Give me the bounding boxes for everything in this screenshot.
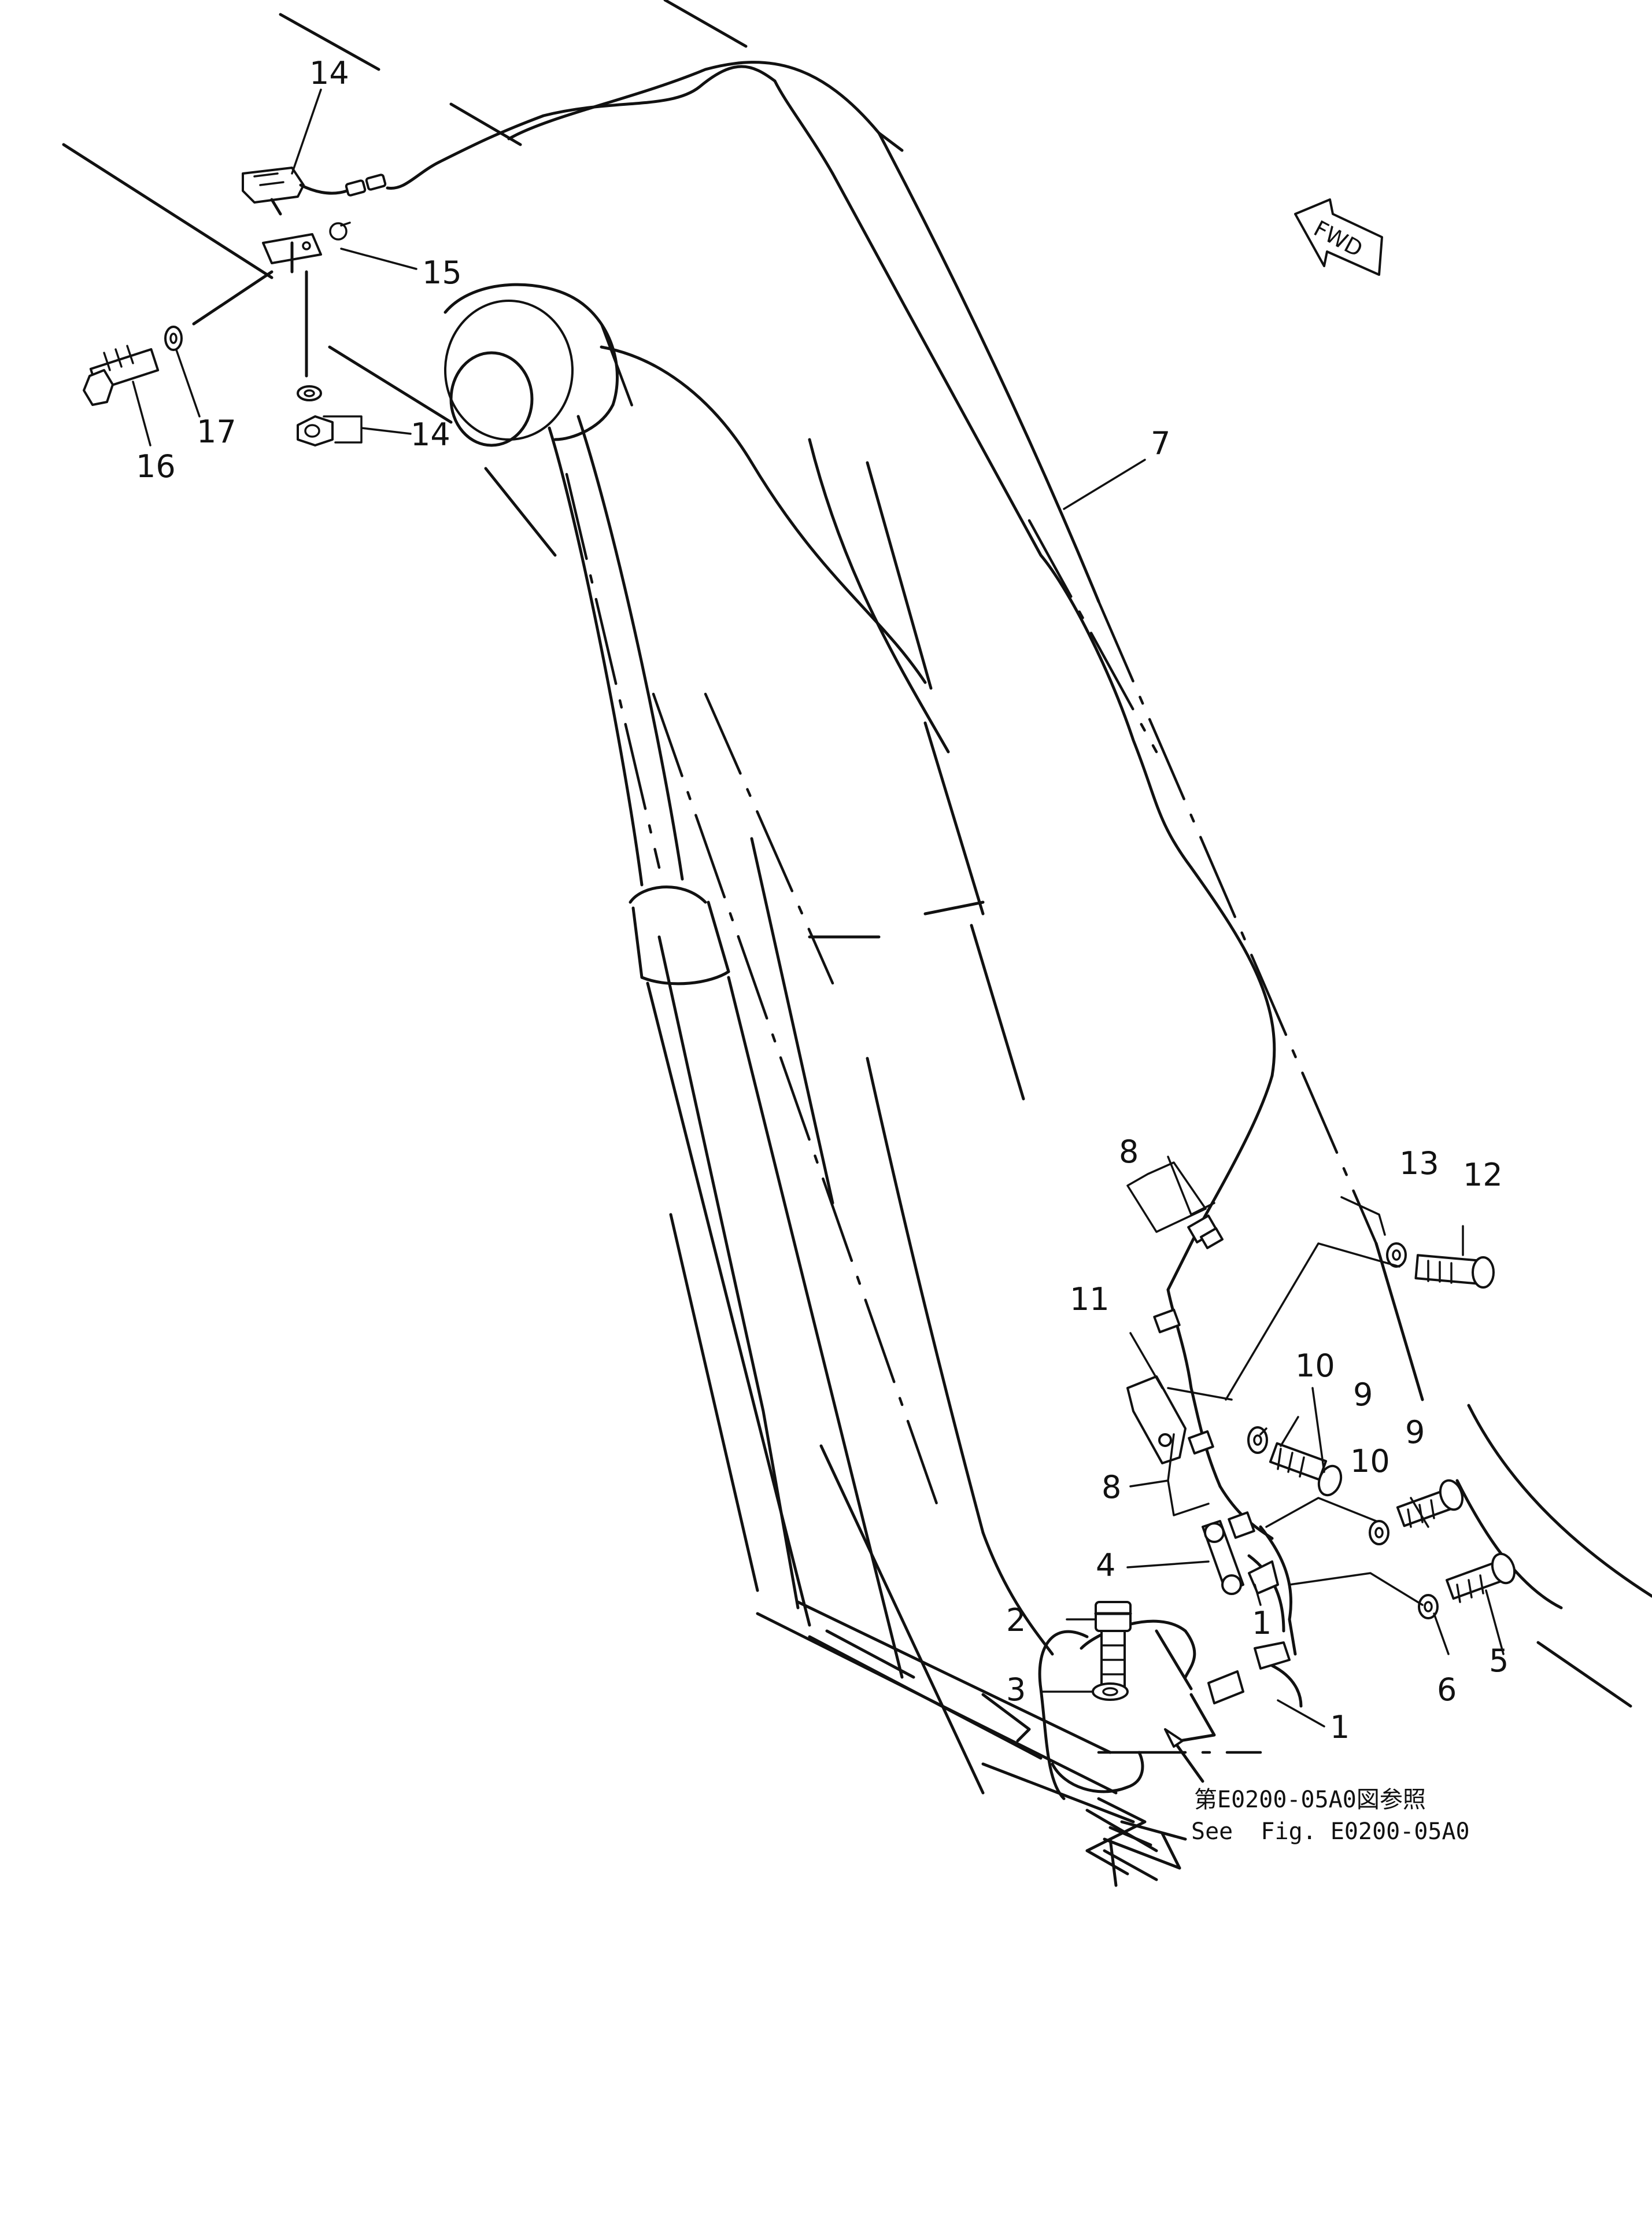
reference-note-jp: 第E0200-05A0図参照 xyxy=(1194,1787,1426,1813)
callouts: 14 15 14 16 17 7 8 13 12 11 10 9 9 8 10 … xyxy=(136,55,1509,1745)
work-light-14 xyxy=(242,167,387,216)
callout-12: 12 xyxy=(1463,1157,1503,1193)
bolt-9a xyxy=(1269,1442,1343,1497)
bolt-16 xyxy=(83,345,160,406)
tube-4 xyxy=(1202,1520,1244,1595)
callout-9b: 9 xyxy=(1405,1414,1425,1450)
callout-1b: 1 xyxy=(1330,1709,1350,1745)
washer-14b xyxy=(297,385,322,401)
clamp-lower xyxy=(1188,1430,1255,1539)
callout-7: 7 xyxy=(1151,425,1170,462)
sensor-1b xyxy=(1207,1641,1303,1708)
bolt-12 xyxy=(1414,1254,1495,1289)
washer-3 xyxy=(1092,1682,1129,1701)
reference-arrow xyxy=(1164,1728,1204,1783)
bracket-15 xyxy=(262,222,351,264)
callout-2: 2 xyxy=(1006,1602,1026,1638)
washer-6 xyxy=(1418,1594,1439,1619)
bolt-5 xyxy=(1446,1552,1516,1603)
reference-note-en: See Fig. E0200-05A0 xyxy=(1191,1818,1470,1845)
callout-15: 15 xyxy=(422,254,462,291)
clamp-upper xyxy=(1187,1215,1224,1249)
callout-1a: 1 xyxy=(1252,1605,1272,1641)
callout-14b: 14 xyxy=(411,416,450,453)
reference-note: 第E0200-05A0図参照 See Fig. E0200-05A0 xyxy=(1191,1787,1470,1845)
boom-structure xyxy=(62,0,1652,1887)
callout-6: 6 xyxy=(1437,1671,1457,1708)
fwd-arrow: FWD xyxy=(1294,198,1383,276)
washer-17 xyxy=(164,326,183,351)
callout-10b: 10 xyxy=(1350,1443,1390,1479)
callout-16: 16 xyxy=(136,448,176,485)
callout-3: 3 xyxy=(1006,1671,1026,1708)
callout-11: 11 xyxy=(1070,1281,1110,1317)
sensor-1a xyxy=(1248,1560,1279,1595)
clamp-middle xyxy=(1153,1308,1181,1334)
bolt-9b xyxy=(1396,1479,1464,1528)
callout-9a: 9 xyxy=(1353,1376,1373,1413)
bolt-2 xyxy=(1094,1601,1132,1690)
callout-4: 4 xyxy=(1096,1547,1115,1584)
nut-14b xyxy=(297,415,334,446)
callout-5: 5 xyxy=(1489,1643,1509,1679)
callout-8b: 8 xyxy=(1102,1469,1121,1505)
boom-foot xyxy=(981,1619,1262,1800)
washer-10b xyxy=(1369,1520,1389,1545)
callout-17: 17 xyxy=(197,414,236,450)
callout-8a: 8 xyxy=(1119,1134,1139,1170)
mount-lines xyxy=(192,241,308,378)
callout-10a: 10 xyxy=(1295,1348,1335,1384)
callout-14a: 14 xyxy=(309,55,349,91)
callout-13: 13 xyxy=(1399,1145,1439,1182)
boom-cylinder xyxy=(444,283,1112,1754)
leader-lines xyxy=(132,88,1505,1728)
